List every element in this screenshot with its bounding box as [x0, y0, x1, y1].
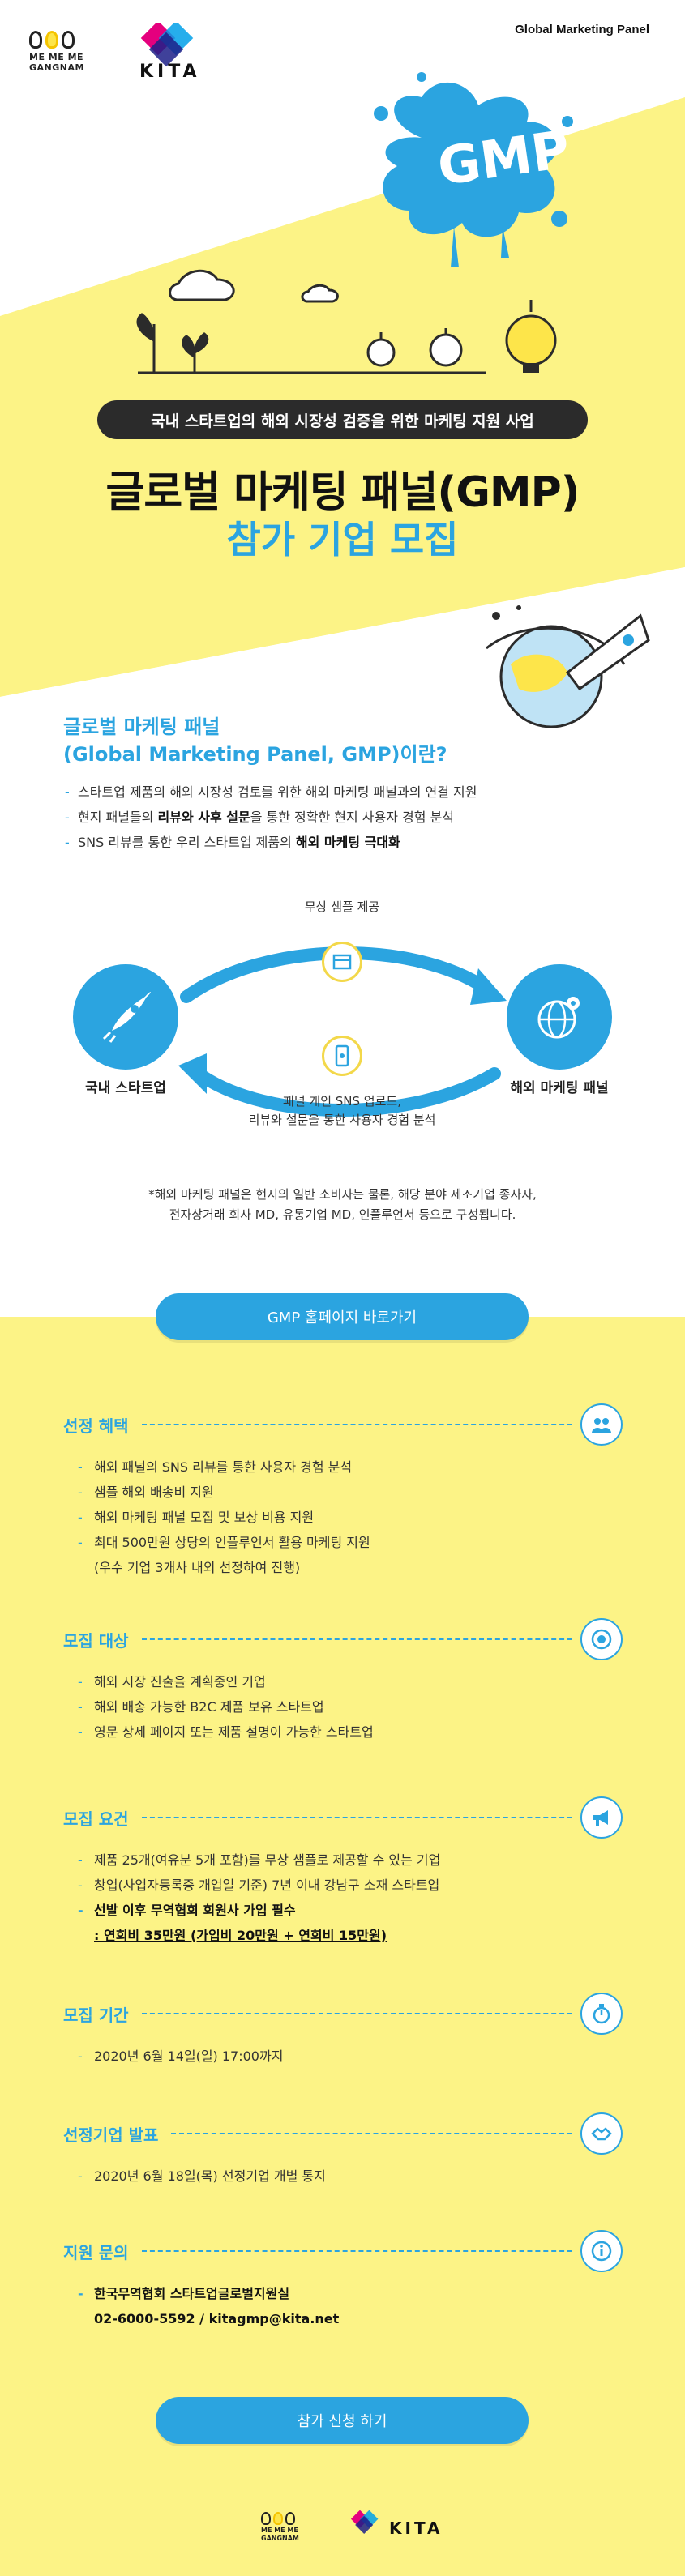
footer-logos: ME ME ME GANGNAM KITA [0, 2504, 685, 2553]
paint-splash-graphic [374, 72, 573, 267]
footnote-line1: *해외 마케팅 패널은 현지의 일반 소비자는 물론, 해당 분야 제조기업 종… [148, 1187, 537, 1202]
divider [141, 1424, 572, 1425]
list-item: 최대 500만원 상당의 인플루언서 활용 마케팅 지원 [78, 1530, 623, 1555]
divider [171, 2133, 572, 2134]
section-period: 모집 기간 2020년 6월 14일(일) 17:00까지 [63, 1993, 623, 2069]
divider [141, 2250, 572, 2252]
hero-tagline-pill: 국내 스타트업의 해외 시장성 검증을 위한 마케팅 지원 사업 [97, 400, 588, 439]
section-title: 모집 기간 [63, 2005, 129, 2025]
section-target: 모집 대상 해외 시장 진출을 계획중인 기업 해외 배송 가능한 B2C 제품… [63, 1618, 623, 1745]
target-icon [580, 1618, 623, 1660]
footer-kita-icon [350, 2510, 379, 2534]
section-requirements: 모집 요건 제품 25개(여유분 5개 포함)를 무상 샘플로 제공할 수 있는… [63, 1796, 623, 1948]
page-subtitle: 참가 기업 모집 [226, 518, 459, 562]
megaphone-icon [580, 1796, 623, 1839]
list-item: 2020년 6월 18일(목) 선정기업 개별 통지 [78, 2164, 623, 2189]
list-item: 해외 패널의 SNS 리뷰를 통한 사용자 경험 분석 [78, 1455, 623, 1480]
kita-wordmark: KITA [139, 62, 201, 82]
info-icon [580, 2230, 623, 2272]
panel-node [507, 964, 612, 1070]
footer-meme-logo: ME ME ME GANGNAM [261, 2512, 326, 2543]
intro-section: 글로벌 마케팅 패널 (Global Marketing Panel, GMP)… [63, 713, 631, 855]
intro-title-line1: 글로벌 마케팅 패널 [63, 716, 220, 738]
intro-item: 스타트업 제품의 해외 시장성 검토를 위한 해외 마케팅 패널과의 연결 지원 [63, 780, 631, 805]
meme-gangnam-logo: ME ME ME GANGNAM [29, 31, 97, 73]
hero-background [0, 0, 685, 810]
startup-node [73, 964, 178, 1070]
meme-logo-text: ME ME ME GANGNAM [29, 52, 84, 73]
footer-meme-text: ME ME ME GANGNAM [261, 2527, 299, 2542]
startup-node-label: 국내 스타트업 [85, 1080, 166, 1096]
kita-logo-icon [140, 23, 194, 67]
period-list: 2020년 6월 14일(일) 17:00까지 [63, 2044, 623, 2069]
flow-diagram: 무상 샘플 제공 국내 스타트업 해외 마케팅 패널 패널 개인 SNS 업로드… [0, 891, 685, 1159]
section-title: 지원 문의 [63, 2242, 129, 2262]
divider [141, 1817, 572, 1818]
section-contact: 지원 문의 한국무역협회 스타트업글로벌지원실 02-6000-5592 / k… [63, 2230, 623, 2331]
logo-bulb-icon [261, 2512, 326, 2525]
gmp-header-label: Global Marketing Panel [515, 23, 649, 36]
announce-list: 2020년 6월 18일(목) 선정기업 개별 통지 [63, 2164, 623, 2189]
stopwatch-icon [580, 1993, 623, 2035]
list-item: 해외 시장 진출을 계획중인 기업 [78, 1669, 623, 1694]
requirements-list: 제품 25개(여유분 5개 포함)를 무상 샘플로 제공할 수 있는 기업 창업… [63, 1848, 623, 1948]
apply-button[interactable]: 참가 신청 하기 [156, 2397, 529, 2444]
gmp-homepage-button[interactable]: GMP 홈페이지 바로가기 [156, 1293, 529, 1340]
footer-kita-wordmark: KITA [389, 2518, 443, 2538]
intro-item: SNS 리뷰를 통한 우리 스타트업 제품의 해외 마케팅 극대화 [63, 830, 631, 855]
globe-icon [537, 997, 580, 1039]
intro-item: 현지 패널들의 리뷰와 사후 설문을 통한 정확한 현지 사용자 경험 분석 [63, 805, 631, 830]
list-item: 해외 마케팅 패널 모집 및 보상 비용 지원 [78, 1505, 623, 1530]
plants-graphic [136, 269, 486, 374]
list-item: 영문 상세 페이지 또는 제품 설명이 가능한 스타트업 [78, 1719, 623, 1745]
logo-bulb-icon [29, 31, 97, 49]
intro-title-line2: (Global Marketing Panel, GMP)이란? [63, 743, 447, 766]
list-item: 선발 이후 무역협회 회원사 가입 필수 [78, 1898, 623, 1923]
section-title: 선정기업 발표 [63, 2125, 159, 2145]
list-item: 해외 배송 가능한 B2C 제품 보유 스타트업 [78, 1694, 623, 1719]
list-item: 한국무역협회 스타트업글로벌지원실 [78, 2281, 623, 2306]
lightbulbs-graphic [366, 300, 557, 373]
intro-list: 스타트업 제품의 해외 시장성 검토를 위한 해외 마케팅 패널과의 연결 지원… [63, 780, 631, 855]
flow-bottom-label: 패널 개인 SNS 업로드, 리뷰와 설문을 통한 사용자 경험 분석 [180, 1092, 504, 1130]
list-item: 제품 25개(여유분 5개 포함)를 무상 샘플로 제공할 수 있는 기업 [78, 1848, 623, 1873]
section-title: 모집 요건 [63, 1809, 129, 1829]
list-item: 창업(사업자등록증 개업일 기준) 7년 이내 강남구 소재 스타트업 [78, 1873, 623, 1898]
section-announce: 선정기업 발표 2020년 6월 18일(목) 선정기업 개별 통지 [63, 2112, 623, 2189]
panel-node-label: 해외 마케팅 패널 [510, 1080, 609, 1096]
contact-list: 한국무역협회 스타트업글로벌지원실 02-6000-5592 / kitagmp… [63, 2281, 623, 2331]
panel-footnote: *해외 마케팅 패널은 현지의 일반 소비자는 물론, 해당 분야 제조기업 종… [0, 1185, 685, 1225]
section-title: 선정 혜택 [63, 1416, 129, 1436]
list-item: : 연회비 35만원 (가입비 20만원 + 연회비 15만원) [94, 1928, 387, 1943]
list-item: 02-6000-5592 / kitagmp@kita.net [94, 2311, 340, 2326]
divider [141, 2013, 572, 2014]
hero-section: ME ME ME GANGNAM KITA Global Marketing P… [0, 0, 685, 810]
section-benefits: 선정 혜택 해외 패널의 SNS 리뷰를 통한 사용자 경험 분석 샘플 해외 … [63, 1403, 623, 1580]
footnote-line2: 전자상거래 회사 MD, 유통기업 MD, 인플루언서 등으로 구성됩니다. [169, 1207, 516, 1222]
people-icon [580, 1403, 623, 1446]
box-icon [322, 942, 362, 982]
page-title: 글로벌 마케팅 패널(GMP) [105, 468, 580, 517]
divider [141, 1638, 572, 1640]
flow-bottom-label-line2: 리뷰와 설문을 통한 사용자 경험 분석 [248, 1113, 436, 1127]
rocket-globe-graphic [486, 605, 650, 728]
benefits-list: 해외 패널의 SNS 리뷰를 통한 사용자 경험 분석 샘플 해외 배송비 지원… [63, 1455, 623, 1580]
list-item: 2020년 6월 14일(일) 17:00까지 [78, 2044, 623, 2069]
section-title: 모집 대상 [63, 1630, 129, 1651]
handshake-icon [580, 2112, 623, 2155]
rocket-icon [102, 992, 151, 1043]
target-list: 해외 시장 진출을 계획중인 기업 해외 배송 가능한 B2C 제품 보유 스타… [63, 1669, 623, 1745]
list-item: 샘플 해외 배송비 지원 [78, 1480, 623, 1505]
phone-icon [322, 1036, 362, 1076]
flow-top-label: 무상 샘플 제공 [304, 899, 380, 914]
list-item: (우수 기업 3개사 내외 선정하여 진행) [94, 1560, 301, 1575]
flow-bottom-label-line1: 패널 개인 SNS 업로드, [283, 1094, 401, 1109]
